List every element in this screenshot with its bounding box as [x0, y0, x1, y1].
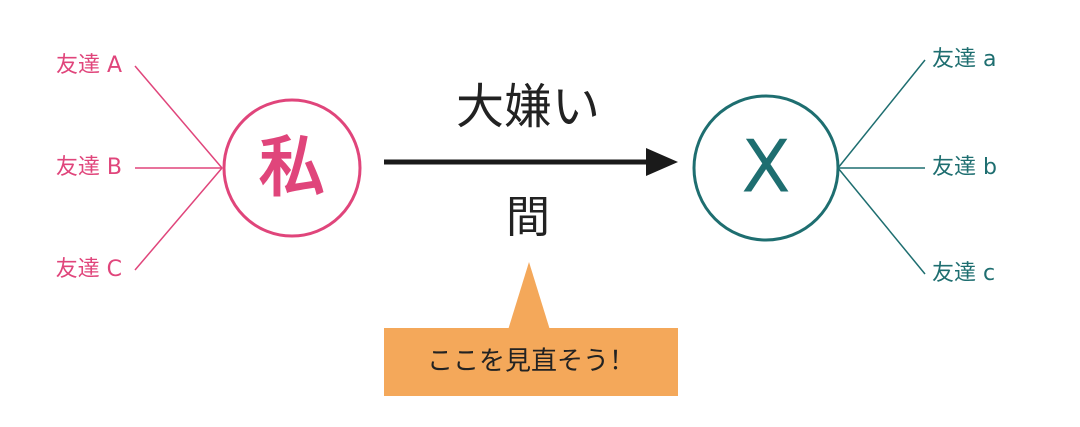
callout-text: ここを見直そう！ — [427, 347, 635, 377]
relation-label: 大嫌い — [456, 79, 600, 135]
callout-pointer — [508, 262, 550, 330]
middle-label: 間 — [506, 192, 550, 243]
right-friend-b: 友達 b — [932, 155, 997, 180]
right-friend-a: 友達 a — [932, 47, 996, 72]
connector-right-a — [837, 59, 926, 169]
connector-left-a — [134, 65, 223, 169]
right-friend-c: 友達 c — [932, 261, 995, 286]
right-connectors — [837, 59, 926, 275]
connector-right-c — [837, 167, 926, 275]
x-node-label: X — [741, 125, 790, 209]
left-friend-a: 友達 A — [56, 53, 122, 78]
dislike-arrow — [384, 148, 678, 176]
self-node-label: 私 — [259, 129, 325, 206]
connector-left-c — [134, 167, 223, 271]
callout-box — [384, 328, 678, 396]
left-connectors — [134, 65, 223, 271]
left-friend-c: 友達 C — [56, 257, 122, 282]
left-friend-b: 友達 B — [56, 155, 122, 180]
self-node-circle — [222, 98, 362, 238]
